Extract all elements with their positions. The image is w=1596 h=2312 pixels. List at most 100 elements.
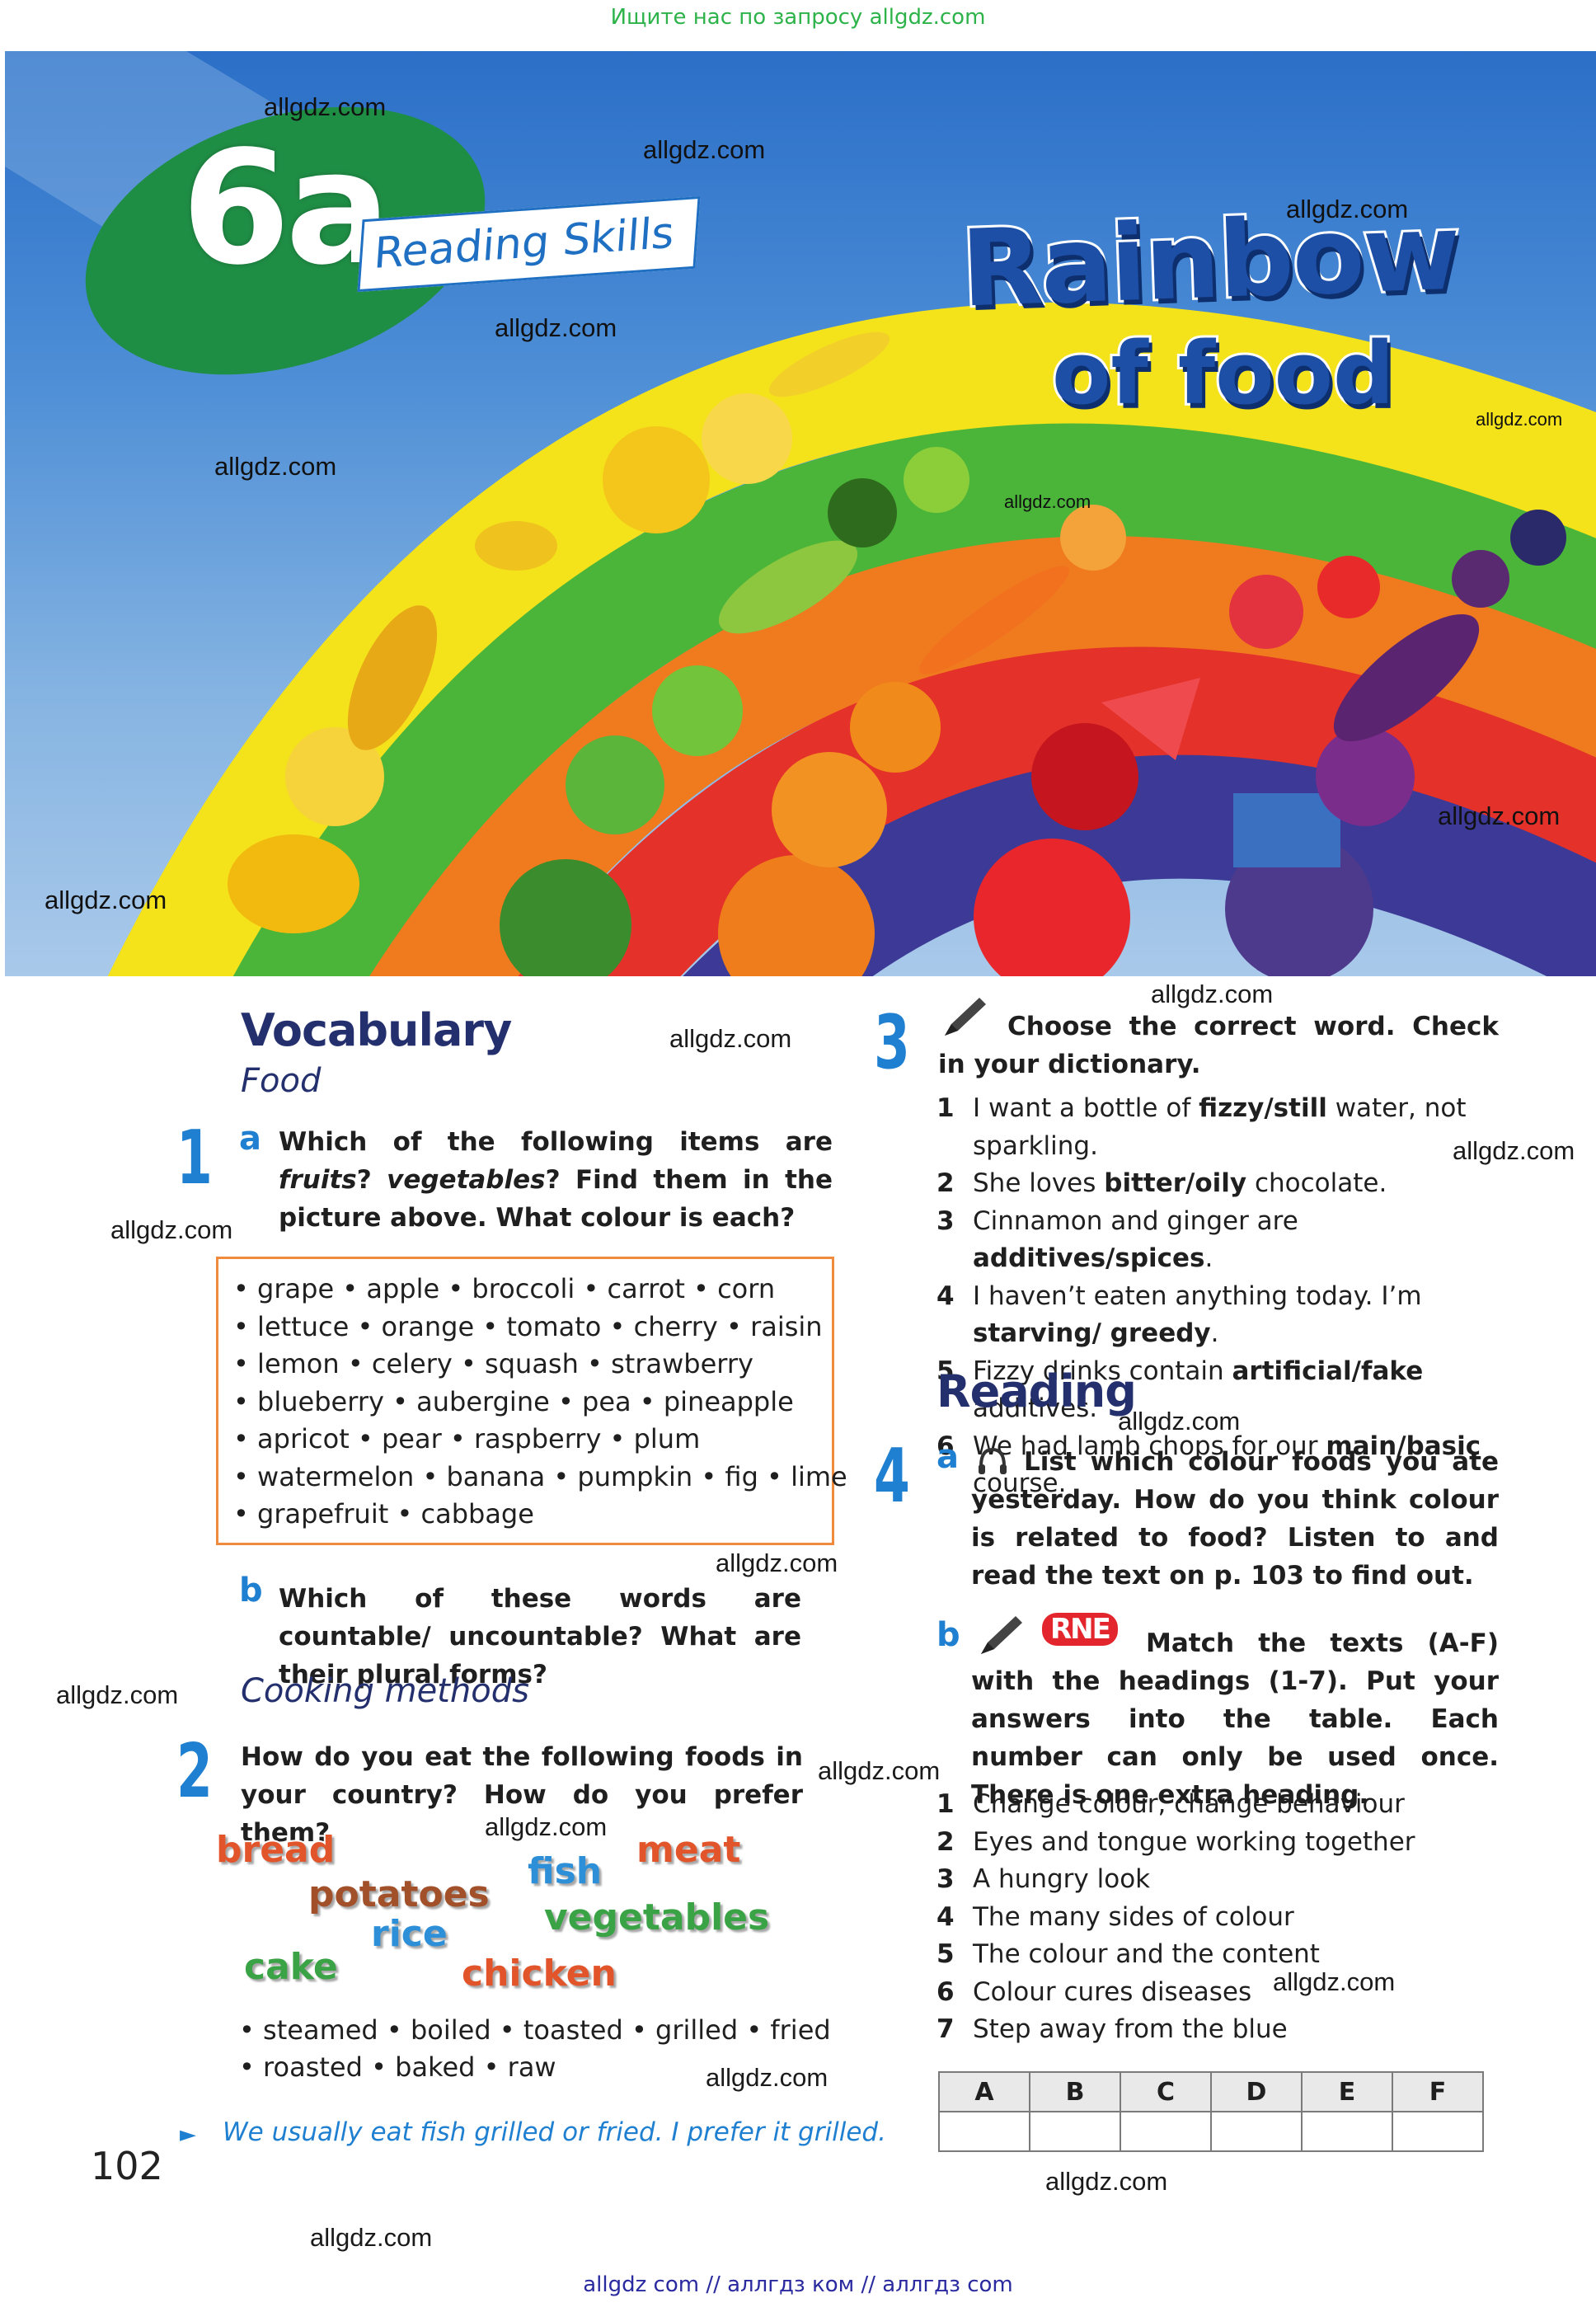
item-number: 4 (936, 1281, 955, 1311)
word-choice: main/basic (1326, 1431, 1481, 1461)
exercise-3-sentences: 1 I want a bottle of fizzy/still water, n… (936, 1090, 1514, 1503)
bottom-watermark: allgdz com // аллгдз ком // аллгдз com (583, 2272, 1013, 2297)
item-number: 5 (936, 1939, 955, 1969)
orange-half-icon (772, 752, 887, 867)
answer-cell[interactable] (1120, 2111, 1212, 2152)
word-choice: additives/spices (973, 1243, 1205, 1273)
strawberry-icon (1317, 556, 1380, 618)
rainbow-illustration (5, 51, 1596, 976)
sentence-part: Cinnamon and ginger are (973, 1205, 1298, 1236)
pencil-icon (981, 1616, 1022, 1654)
sentence-part: chocolate. (1246, 1168, 1387, 1198)
food-word-fish: fish (526, 1849, 603, 1894)
exercise-2-instruction: How do you eat the following foods in yo… (241, 1742, 803, 1848)
band-red (518, 646, 1596, 976)
instruction-text: ? (356, 1165, 387, 1195)
rne-badge: RNE (1042, 1613, 1118, 1646)
word-list-line: • lemon • celery • squash • strawberry (233, 1348, 753, 1379)
sentence-part: additives. (973, 1393, 1098, 1423)
sentence-part: water, not sparkling. (973, 1093, 1467, 1161)
watermark: allgdz.com (1286, 195, 1409, 223)
exercise-1-number: 1 (176, 1115, 213, 1201)
answer-table: A B C D E F (938, 2071, 1484, 2152)
exercise-1a-instruction: Which of the following items are fruits?… (279, 1123, 833, 1237)
plum-basket-icon (1225, 834, 1373, 976)
table-header-cell: D (1210, 2071, 1303, 2112)
word-list-line: • lettuce • orange • tomato • cherry • r… (233, 1310, 823, 1342)
sentence-part: She loves (973, 1168, 1105, 1198)
sentence-text: I haven’t eaten anything today. I’m star… (973, 1278, 1497, 1353)
heading-text: Change colour, change behaviour (973, 1789, 1405, 1819)
heading-text: Step away from the blue (973, 2014, 1288, 2044)
list-item: 4 The many sides of colour (936, 1899, 1514, 1937)
lime-icon (828, 478, 897, 547)
sentence-text: We had lamb chops for our main/basic cou… (973, 1428, 1514, 1503)
orange-icon (850, 682, 941, 773)
sentence-part: I haven’t eaten anything today. I’m (973, 1281, 1422, 1311)
answer-cell[interactable] (1210, 2111, 1303, 2152)
exercise-3-instruction: Choose the correct word. Check in your d… (938, 1012, 1499, 1079)
item-number: 1 (936, 1093, 955, 1123)
watermark: allgdz.com (1118, 1407, 1241, 1436)
answer-cell[interactable] (1301, 2111, 1393, 2152)
instruction-emphasis: vegetables (387, 1165, 546, 1195)
heading-text: The colour and the content (973, 1939, 1320, 1969)
watermark: allgdz.com (1438, 801, 1561, 830)
word-list-line: • grapefruit • cabbage (233, 1498, 534, 1530)
watermark: allgdz.com (485, 1812, 608, 1841)
answer-cell[interactable] (938, 2111, 1030, 2152)
word-list-line: • watermelon • banana • pumpkin • fig • … (233, 1460, 847, 1492)
watermark: allgdz.com (110, 1215, 233, 1244)
page-number: 102 (91, 2144, 163, 2188)
corn-icon (347, 605, 438, 750)
lettuce-icon (566, 735, 664, 834)
list-item: 1 Change colour, change behaviour (936, 1786, 1514, 1824)
watermark: allgdz.com (495, 313, 617, 342)
food-word-chicken: chicken (460, 1951, 618, 1996)
sentence-part: . (1210, 1318, 1219, 1348)
page-title-line2: of food (1049, 321, 1396, 426)
food-word-vegetables: vegetables (542, 1895, 771, 1940)
food-subheading: Food (241, 1062, 322, 1100)
heading-text: The many sides of colour (973, 1901, 1294, 1932)
heading-text: A hungry look (973, 1864, 1151, 1894)
grapefruit-icon (702, 393, 792, 484)
apricot-icon (1060, 505, 1126, 571)
green-ellipse (85, 106, 486, 375)
exercise-4-number: 4 (874, 1433, 910, 1520)
sentence-part: I want a bottle of (973, 1093, 1199, 1123)
word-list-line: • blueberry • aubergine • pea • pineappl… (233, 1385, 794, 1417)
watermark: allgdz.com (669, 1024, 792, 1053)
sentence-part: course. (973, 1468, 1067, 1498)
item-number: 2 (936, 1168, 955, 1198)
table-header-row: A B C D E F (938, 2071, 1484, 2112)
watermark: allgdz.com (1273, 1967, 1396, 1996)
answer-cell[interactable] (1029, 2111, 1121, 2152)
item-number: 6 (936, 1431, 955, 1461)
banana-icon (768, 331, 890, 397)
heading-text: Eyes and tongue working together (973, 1826, 1415, 1857)
blueberry-icon (1510, 510, 1566, 566)
answer-cell[interactable] (1392, 2111, 1484, 2152)
exercise-4b-instruction: Match the texts (A-F) with the headings … (971, 1628, 1499, 1810)
reading-heading: Reading (936, 1365, 1137, 1417)
watermark: allgdz.com (45, 886, 167, 914)
list-item: 4 I haven’t eaten anything today. I’m sta… (936, 1278, 1497, 1353)
table-header-cell: F (1392, 2071, 1484, 2112)
item-number: 1 (936, 1789, 955, 1819)
item-number: 7 (936, 2014, 955, 2044)
table-header-cell: A (938, 2071, 1030, 2112)
heading-text: Colour cures diseases (973, 1976, 1252, 2007)
methods-line: • steamed • boiled • toasted • grilled •… (239, 2014, 831, 2046)
raspberry-icon (1229, 575, 1303, 649)
word-choice: fizzy/still (1199, 1093, 1327, 1123)
food-word-rice: rice (369, 1911, 449, 1957)
headphones-icon (979, 1447, 1007, 1474)
exercise-1a-letter: a (239, 1120, 261, 1158)
apple-icon (1031, 723, 1138, 830)
item-number: 4 (936, 1901, 955, 1932)
blueberry-box-icon (1233, 793, 1340, 867)
list-item: 5 The colour and the content (936, 1936, 1514, 1974)
food-word-potatoes: potatoes (307, 1872, 491, 1917)
broccoli-icon (500, 859, 631, 976)
